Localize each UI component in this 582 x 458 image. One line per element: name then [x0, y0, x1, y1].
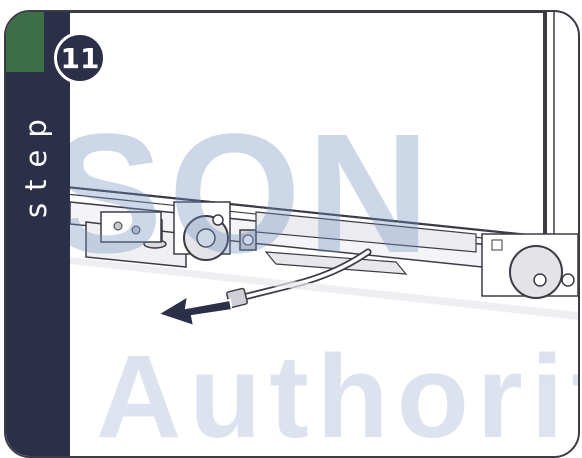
corner-accent	[6, 12, 44, 72]
arrow-left-icon	[156, 280, 232, 332]
step-number: 11	[61, 42, 100, 75]
step-label: step	[19, 107, 53, 218]
step-number-badge: 11	[54, 32, 106, 84]
instruction-frame: ISON e Authority step 11	[4, 10, 580, 458]
step-sidebar: step	[6, 12, 70, 456]
